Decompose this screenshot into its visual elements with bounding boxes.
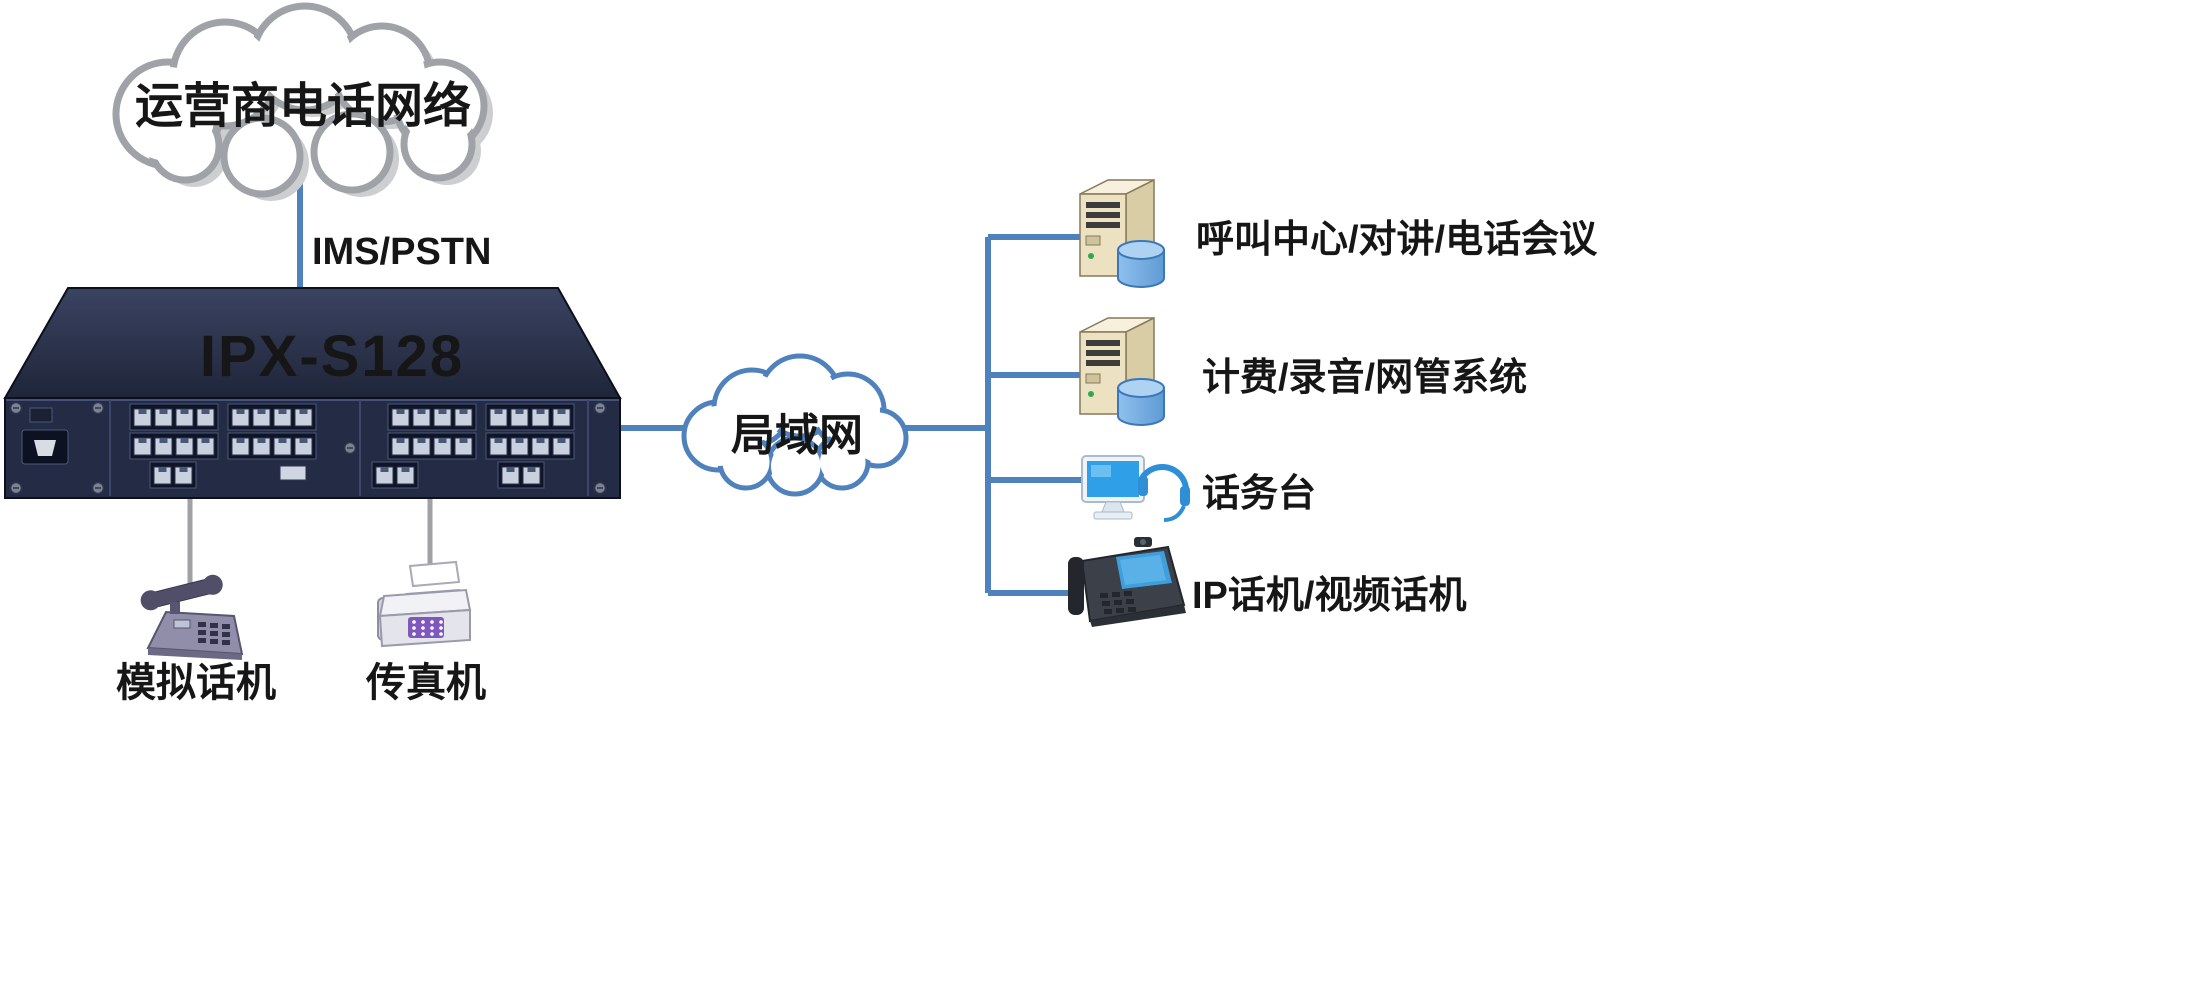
operator-console-icon [1081,455,1190,522]
node-label-call-center: 呼叫中心/对讲/电话会议 [1196,219,1598,261]
analog-phone-icon [140,574,244,660]
fax-icon [377,560,472,648]
node-label-operator-console: 话务台 [1202,473,1316,515]
usb-port [279,465,307,481]
carrier-cloud: 运营商电话网络 [112,2,493,201]
power-inlet [21,407,69,465]
trunk-label: IMS/PSTN [312,231,491,273]
connector-lines [187,150,1096,596]
fax-label: 传真机 [365,661,486,705]
ip-phone-icon [1068,537,1186,627]
headset-icon [1139,463,1189,489]
node-label-billing: 计费/录音/网管系统 [1202,357,1527,399]
device-ipx-s128: IPX-S128 [3,287,622,499]
server-icon-call-center [1079,179,1165,288]
lan-cloud-label: 局域网 [731,411,863,460]
rj45-port-banks [129,403,575,489]
server-icon-billing [1079,317,1165,426]
carrier-cloud-label: 运营商电话网络 [135,79,471,133]
node-label-ip-phone: IP话机/视频话机 [1192,575,1466,617]
analog-phone-label: 模拟话机 [116,661,276,705]
lan-cloud: 局域网 [681,353,909,497]
device-name-label: IPX-S128 [200,324,464,389]
